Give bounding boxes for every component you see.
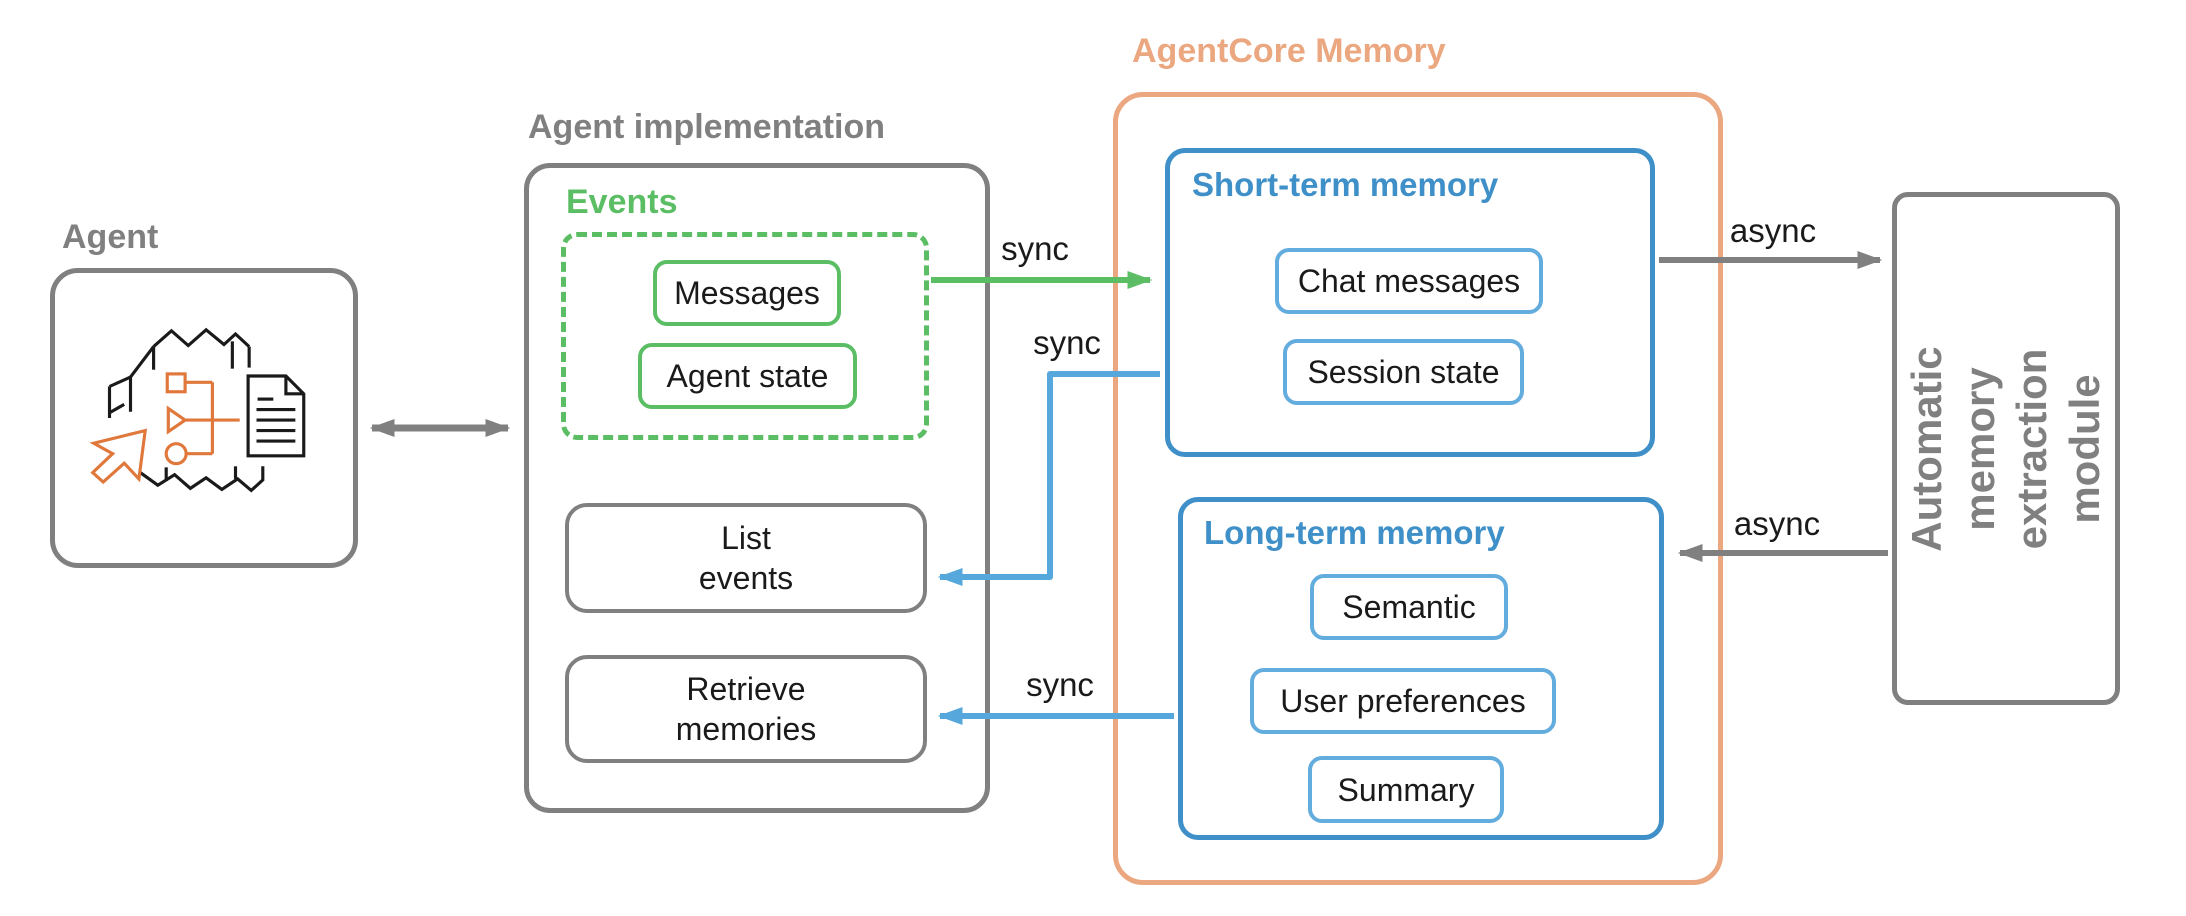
agent-title: Agent [62,218,159,256]
agent-state-box: Agent state [638,343,857,409]
sync-label-2: sync [1033,324,1101,361]
messages-box: Messages [653,260,841,326]
events-dashed-box [561,232,929,440]
sync-label-1: sync [1001,230,1069,267]
async-label-2: async [1733,505,1821,542]
agent-implementation-title: Agent implementation [528,108,886,146]
long-term-memory-title: Long-term memory [1204,514,1505,551]
cursor-icon [89,428,148,485]
short-term-memory-title: Short-term memory [1192,166,1499,203]
agent-icon [89,327,306,493]
list-events-box: List events [565,503,927,613]
extraction-module-box: Automatic memory extraction module [1892,192,2120,705]
async-label-1: async [1729,212,1817,249]
hexagon-outline-icon [107,327,265,493]
extraction-module-title: Automatic memory extraction module [1903,345,2108,552]
user-preferences-box: User preferences [1250,668,1556,734]
summary-box: Summary [1308,756,1504,823]
chat-messages-box: Chat messages [1275,248,1543,314]
document-icon [246,374,306,458]
sync-label-3: sync [1026,666,1094,703]
session-state-box: Session state [1283,339,1524,405]
agentcore-memory-title: AgentCore Memory [1132,32,1446,70]
retrieve-memories-box: Retrieve memories [565,655,927,763]
events-title: Events [566,183,678,221]
workflow-icon [164,372,240,466]
semantic-box: Semantic [1310,574,1508,640]
agent-box [50,268,358,568]
